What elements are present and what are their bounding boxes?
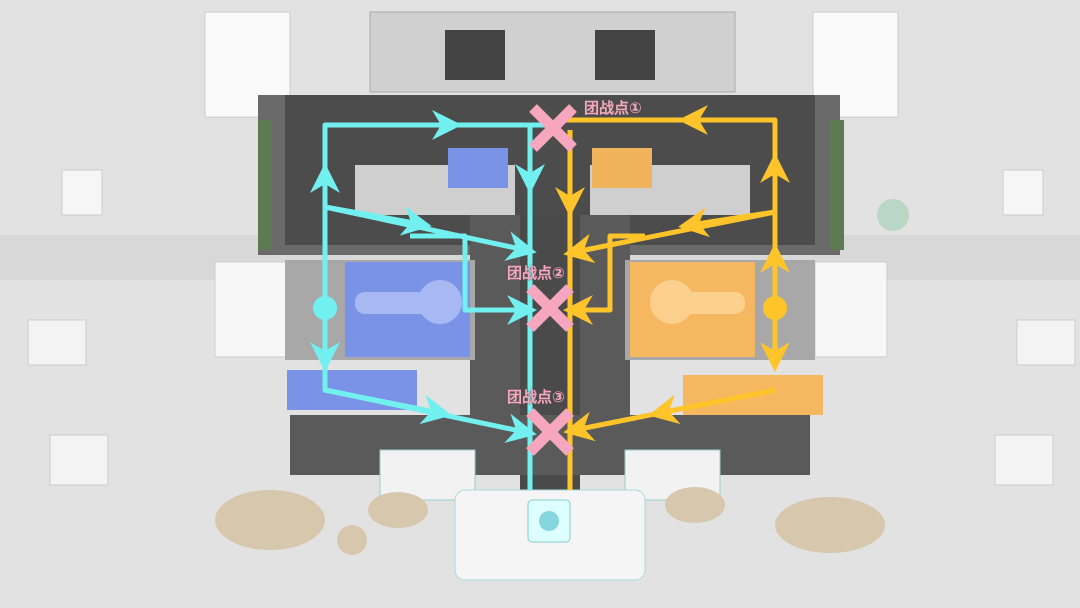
core-icon [539, 511, 559, 531]
fight-point-2-x-icon [526, 284, 574, 332]
blue-route-top [322, 122, 545, 308]
fight-point-1-label: 团战点① [584, 99, 642, 117]
blue-team-routes [310, 110, 545, 490]
fight-point-1-x-icon [529, 104, 577, 152]
blue-spawn-marker [313, 296, 337, 320]
yellow-team-routes [555, 105, 790, 490]
fight-point-3-label: 团战点③ [507, 388, 565, 406]
fight-point-2-label: 团战点② [507, 264, 565, 282]
fight-point-3-x-icon [526, 408, 574, 456]
yellow-spawn-marker [763, 296, 787, 320]
